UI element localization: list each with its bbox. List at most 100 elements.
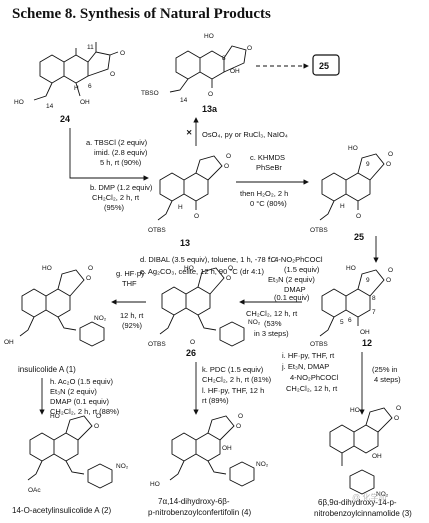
atom-locant-8: 8: [222, 55, 226, 62]
compound-label-24: 24: [60, 114, 70, 124]
compound-25-structure: HO 9 O O O H OTBS 25: [310, 145, 393, 242]
compound-label-4a: 7α,14-dihydroxy-6β-: [158, 497, 230, 506]
reagent-f6: CH₂Cl₂, 12 h, rt: [246, 309, 298, 318]
atom-NO2: NO₂: [376, 491, 389, 498]
atom-O: O: [388, 151, 393, 158]
atom-OH: OH: [4, 339, 14, 346]
atom-locant-5: 5: [340, 319, 344, 326]
reagent-a2: imid. (2.8 equiv): [94, 148, 148, 157]
reagent-f7: (53%: [264, 319, 282, 328]
atom-TBSO: TBSO: [141, 90, 159, 97]
reagent-c1: c. KHMDS: [250, 153, 285, 162]
atom-O: O: [228, 265, 233, 272]
compound-3-structure: HO O O OH NO₂ 6β,9α-dihydroxy-14-p- nitr…: [314, 405, 412, 518]
atom-NO2: NO₂: [248, 319, 261, 326]
reagent-k2: CH₂Cl₂, 2 h, rt (81%): [202, 375, 272, 384]
atom-HO: HO: [346, 265, 356, 272]
reagent-g2: THF: [122, 279, 137, 288]
reagent-b3: (95%): [104, 203, 125, 212]
reagent-i1: i. HF·py, THF, rt: [282, 351, 335, 360]
reagent-d: d. DIBAL (3.5 equiv), toluene, 1 h, -78 …: [140, 255, 277, 264]
reagent-a1: a. TBSCl (2 equiv): [86, 138, 148, 147]
reagent-f3: Et₃N (2 equiv): [268, 275, 315, 284]
atom-OTBS: OTBS: [310, 227, 328, 234]
atom-OH: OH: [222, 445, 232, 452]
atom-locant-6: 6: [348, 317, 352, 324]
atom-OAc: OAc: [28, 487, 41, 494]
atom-O: O: [238, 413, 243, 420]
scheme-title: Scheme 8. Synthesis of Natural Products: [12, 6, 271, 22]
atom-O: O: [226, 275, 231, 282]
reagent-g3: 12 h, rt: [120, 311, 144, 320]
atom-H: H: [74, 85, 79, 92]
compound-label-26: 26: [186, 348, 196, 358]
atom-O: O: [356, 213, 361, 220]
reagent-g1: g. HF·py: [116, 269, 145, 278]
atom-locant-6: 6: [88, 83, 92, 90]
atom-HO: HO: [184, 265, 194, 272]
reagent-h2: Et₃N (2 equiv): [50, 387, 97, 396]
atom-O: O: [388, 267, 393, 274]
atom-O: O: [120, 50, 125, 57]
reagent-h4: CH₂Cl₂, 2 h, rt (88%): [50, 407, 120, 416]
atom-OTBS: OTBS: [148, 227, 166, 234]
atom-HO: HO: [150, 481, 160, 488]
atom-locant-11: 11: [87, 44, 94, 51]
atom-OH: OH: [80, 99, 90, 106]
atom-HO: HO: [50, 413, 60, 420]
reagent-oxidation: OsO₄, py or RuCl₃, NaIO₄: [202, 130, 288, 139]
atom-O: O: [208, 91, 213, 98]
compound-label-3b: nitrobenzoylcinnamolide (3): [314, 509, 412, 518]
atom-O: O: [88, 265, 93, 272]
atom-NO2: NO₂: [116, 463, 129, 470]
atom-O: O: [94, 423, 99, 430]
atom-NO2: NO₂: [256, 461, 269, 468]
atom-OH: OH: [230, 68, 240, 75]
atom-O: O: [190, 339, 195, 346]
compound-label-1: insulicolide A (1): [18, 365, 76, 374]
reagent-c2: PhSeBr: [256, 163, 282, 172]
reagent-j3: CH₂Cl₂, 12 h, rt: [286, 384, 338, 393]
atom-NO2: NO₂: [94, 315, 107, 322]
atom-O: O: [110, 71, 115, 78]
reagent-f5: (0.1 equiv): [274, 293, 310, 302]
atom-locant-9: 9: [366, 277, 370, 284]
atom-locant-14: 14: [180, 97, 188, 104]
reagent-f4: DMAP: [284, 285, 306, 294]
reagent-j1: j. Et₃N, DMAP: [281, 362, 329, 371]
compound-13a-structure: HO O 8 OH O TBSO 14 13a: [141, 33, 252, 114]
atom-locant-14: 14: [46, 103, 54, 110]
arrow-24-to-13: [69, 128, 149, 181]
compound-2-structure: HO O O NO₂ OAc 14-O-acetylinsulicolide A…: [12, 413, 129, 515]
reagent-c3: then H₂O₂, 2 h: [240, 189, 288, 198]
reagent-a3: 5 h, rt (90%): [100, 158, 142, 167]
compound-12-structure: HO 9 O O 8 7 6 5 OH OTBS 12: [310, 265, 393, 348]
atom-OTBS: OTBS: [310, 341, 328, 348]
reagent-yield-2: 4 steps): [374, 375, 401, 384]
compound-label-12: 12: [362, 338, 372, 348]
reagent-l2: rt (89%): [202, 396, 229, 405]
atom-O: O: [247, 45, 252, 52]
atom-HO: HO: [348, 145, 358, 152]
compound-label-2: 14-O-acetylinsulicolide A (2): [12, 506, 111, 515]
atom-OTBS: OTBS: [148, 341, 166, 348]
atom-H: H: [178, 204, 183, 211]
atom-HO: HO: [42, 265, 52, 272]
atom-O: O: [386, 161, 391, 168]
reagent-l1: l. HF·py, THF, 12 h: [202, 386, 264, 395]
atom-HO: HO: [204, 33, 214, 40]
atom-HO: HO: [14, 99, 24, 106]
compound-label-4b: p-nitrobenzoylconfertifolin (4): [148, 508, 251, 517]
reagent-b2: CH₂Cl₂, 2 h, rt: [92, 193, 140, 202]
atom-O: O: [194, 213, 199, 220]
compound-13-structure: O O O H OTBS 13: [148, 153, 231, 248]
watermark: @ 化学加: [352, 492, 386, 502]
atom-O: O: [226, 153, 231, 160]
compound-26-structure: HO O O NO₂ O OTBS 26: [148, 265, 261, 358]
reagent-yield-1: (25% in: [372, 365, 397, 374]
compound-4-structure: O O OH NO₂ HO 7α,14-dihydroxy-6β- p-nitr…: [148, 413, 269, 517]
atom-O: O: [224, 163, 229, 170]
atom-O: O: [394, 415, 399, 422]
reagent-c4: 0 °C (80%): [250, 199, 287, 208]
